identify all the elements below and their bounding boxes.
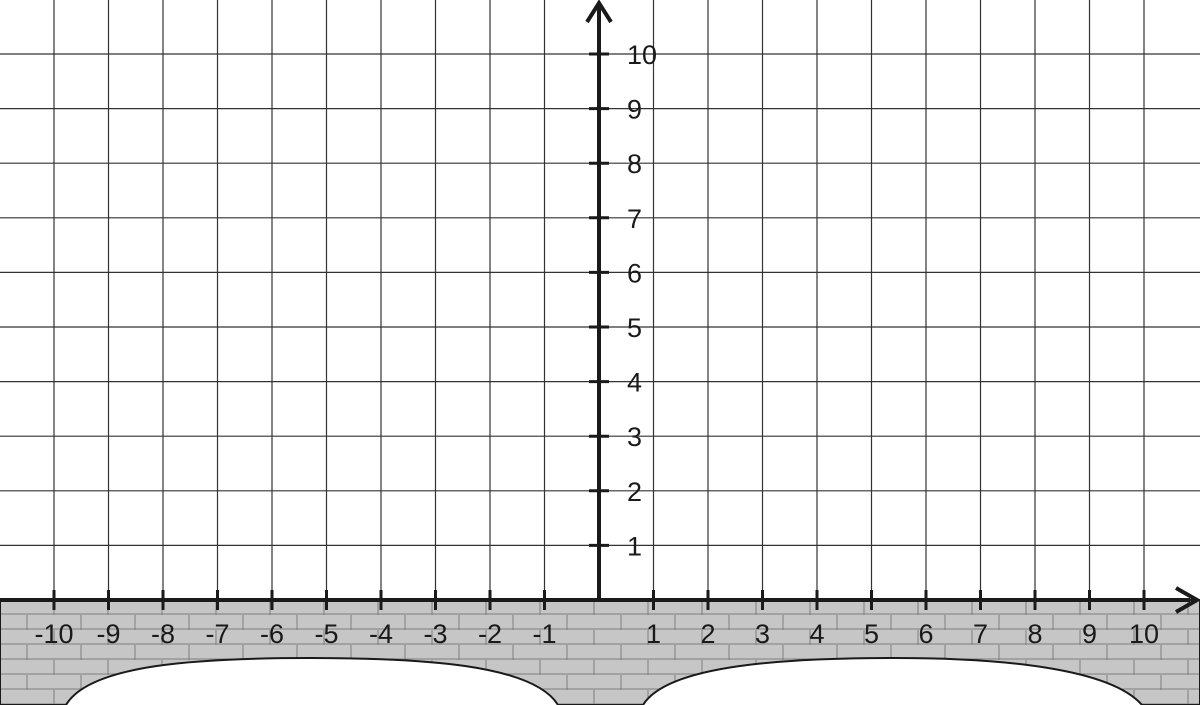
y-tick-label: 4 (627, 368, 642, 398)
x-tick-label: -3 (423, 619, 447, 649)
x-tick-label: -2 (478, 619, 502, 649)
bridge-fill (0, 600, 1200, 705)
x-tick-label: 1 (646, 619, 661, 649)
y-tick-label: 9 (627, 95, 642, 125)
x-tick-label: -8 (151, 619, 175, 649)
x-tick-label: -1 (532, 619, 556, 649)
x-tick-label: -10 (34, 619, 73, 649)
x-tick-label: -5 (314, 619, 338, 649)
x-tick-label: 8 (1027, 619, 1042, 649)
x-axis-arrow (1175, 586, 1200, 614)
y-tick-label: 2 (627, 477, 642, 507)
y-tick-label: 6 (627, 258, 642, 288)
x-tick-label: 5 (864, 619, 879, 649)
y-tick-label: 10 (627, 40, 657, 70)
x-tick-label: 4 (809, 619, 824, 649)
y-tick-label: 8 (627, 149, 642, 179)
x-tick-label: -9 (96, 619, 120, 649)
y-axis-arrow (585, 0, 613, 24)
tick-labels: -10 -9 -8 -7 -6 -5 -4 -3 -2 -1 1 2 3 4 5 6 7 8 9 10 1 2 3 4 5 6 7 8… (34, 40, 1159, 649)
x-tick-label: 2 (700, 619, 715, 649)
axes (0, 0, 1200, 614)
x-tick-label: 7 (973, 619, 988, 649)
y-tick-label: 5 (627, 313, 642, 343)
x-tick-label: -6 (260, 619, 284, 649)
bridge-outline (0, 599, 1200, 705)
x-tick-label: 10 (1129, 619, 1159, 649)
x-tick-label: 6 (918, 619, 933, 649)
y-tick-label: 1 (627, 531, 642, 561)
y-tick-label: 3 (627, 422, 642, 452)
x-tick-label: 3 (755, 619, 770, 649)
x-tick-label: 9 (1082, 619, 1097, 649)
stone-bridge (0, 599, 1200, 705)
x-tick-label: -7 (205, 619, 229, 649)
y-tick-label: 7 (627, 204, 642, 234)
x-tick-label: -4 (369, 619, 393, 649)
